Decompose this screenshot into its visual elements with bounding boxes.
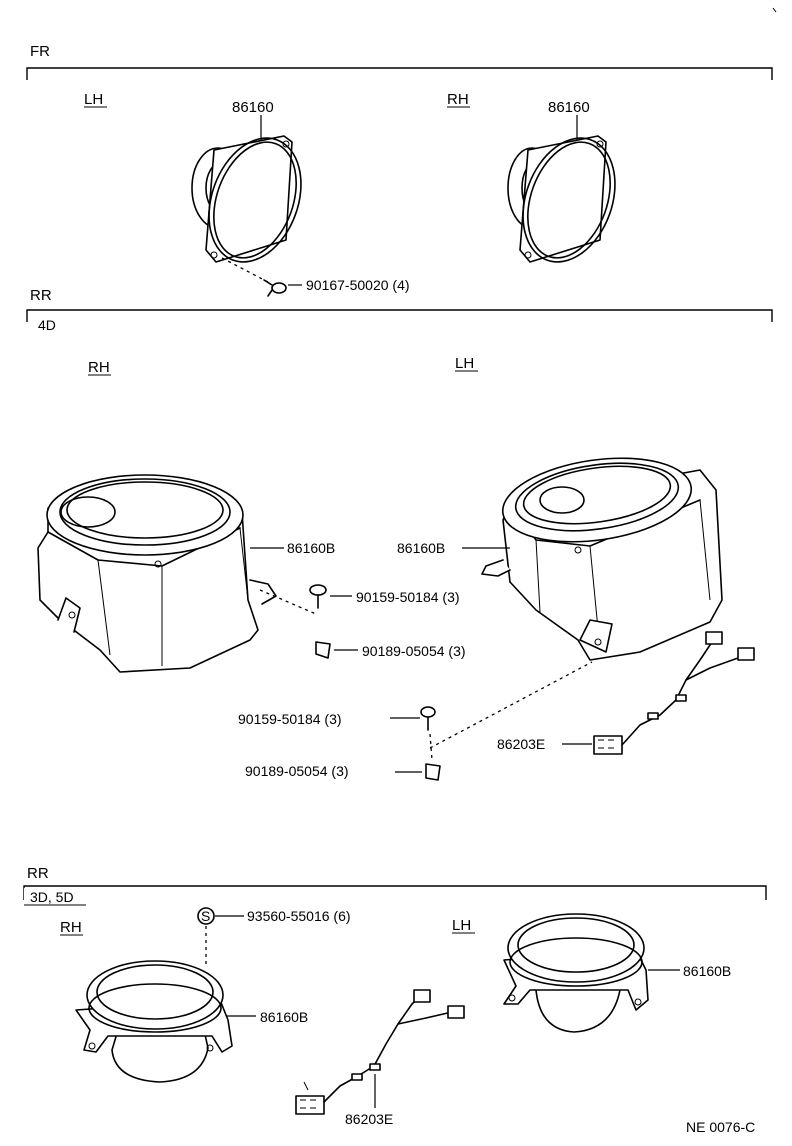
wire-harness-3d5d	[295, 989, 465, 1115]
rear-speaker-box-lh	[481, 457, 723, 661]
screw-part-number-3d5d: 93560-55016 (6)	[247, 908, 351, 924]
part-number-rear-rh-4d: 86160B	[287, 540, 335, 556]
subsection-4d: 4D	[38, 317, 56, 333]
label-lh-3d5d: LH	[452, 917, 471, 934]
label-rh: RH	[447, 91, 469, 108]
part-number-fr-rh: 86160	[548, 99, 590, 116]
harness-part-number-3d5d: 86203E	[345, 1111, 393, 1127]
section-bracket-fr	[26, 67, 773, 80]
dashed-line-4d-lh	[429, 661, 593, 749]
screw-part-number-fr: 90167-50020 (4)	[306, 277, 410, 293]
part-number-rear-rh-3d5d: 86160B	[260, 1009, 308, 1025]
nut-part-number-4d-b: 90189-05054 (3)	[245, 763, 349, 779]
screw-icon-4d-rh	[309, 584, 327, 609]
section-title-rr-4d: RR	[30, 287, 52, 304]
section-title-fr: FR	[30, 43, 50, 60]
nut-icon-4d-rh	[315, 641, 331, 659]
screw-icon-4d-lh	[420, 706, 436, 731]
label-rh-3d5d: RH	[60, 919, 82, 936]
diagram-code: NE 0076-C	[686, 1119, 755, 1135]
section-rr-4d: RR 4D RH LH 86160B	[26, 287, 773, 781]
wire-harness-4d	[593, 631, 755, 755]
corner-mark	[772, 7, 777, 13]
section-title-rr-3d5d: RR	[27, 865, 49, 882]
screw-icon-fr	[263, 279, 287, 297]
screw-dashed-line-fr	[221, 257, 269, 283]
screw-s-icon: S	[197, 907, 215, 925]
label-lh-4d: LH	[455, 355, 474, 372]
front-speaker-rh	[507, 135, 616, 263]
part-number-rear-lh-3d5d: 86160B	[683, 963, 731, 979]
harness-part-number-4d: 86203E	[497, 736, 545, 752]
section-bracket-rr-4d	[26, 309, 773, 322]
subsection-3d-5d: 3D, 5D	[30, 889, 74, 905]
part-number-fr-lh: 86160	[232, 99, 274, 116]
label-rh-4d: RH	[88, 359, 110, 376]
screw-part-number-4d-b: 90159-50184 (3)	[238, 711, 342, 727]
nut-icon-4d-lh	[425, 763, 441, 781]
section-bracket-rr-3d5d	[23, 885, 767, 900]
nut-part-number-4d-a: 90189-05054 (3)	[362, 643, 466, 659]
rear-speaker-lh-3d5d	[503, 913, 649, 1033]
label-lh: LH	[84, 91, 103, 108]
section-fr: FR LH RH 86160 86160	[26, 43, 773, 297]
screw-part-number-4d-a: 90159-50184 (3)	[356, 589, 460, 605]
front-speaker-lh	[191, 135, 302, 263]
rear-speaker-box-rh	[37, 474, 277, 673]
svg-text:S: S	[201, 908, 210, 924]
rear-speaker-rh-3d5d	[75, 960, 233, 1083]
part-number-rear-lh-4d: 86160B	[397, 540, 445, 556]
section-rr-3d-5d: RR 3D, 5D RH LH S 93560-55016 (6) 86160B	[23, 865, 767, 1127]
